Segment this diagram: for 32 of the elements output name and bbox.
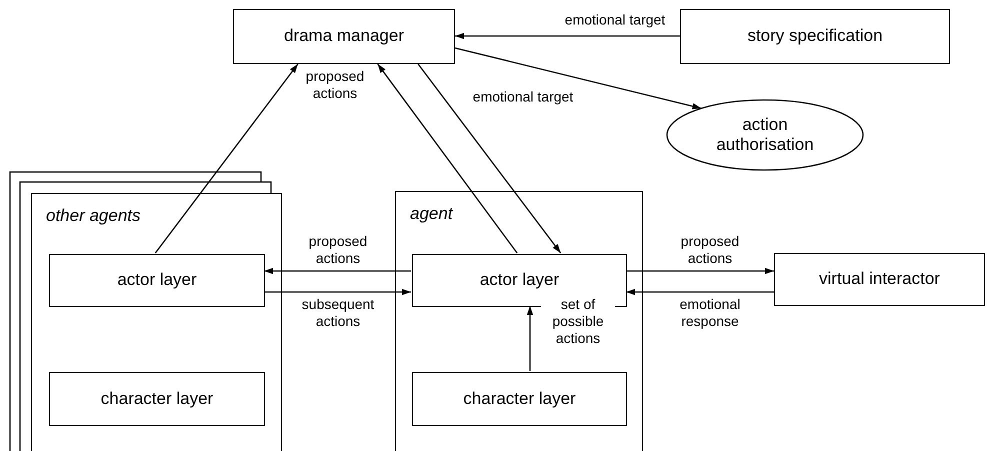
process-box — [49, 372, 265, 426]
edge-label: emotional target — [562, 12, 668, 28]
process-box — [412, 372, 627, 426]
process-box — [680, 9, 950, 64]
arrow — [526, 306, 534, 371]
arrow — [455, 32, 680, 40]
agent-panel — [31, 193, 282, 451]
node-label: character layer — [100, 388, 214, 410]
process-box — [49, 254, 265, 307]
edge-label: emotional target — [470, 88, 576, 106]
process-box — [233, 9, 455, 64]
arrow — [626, 288, 774, 296]
agent-panel — [395, 191, 643, 451]
node-label: drama manager — [284, 26, 404, 47]
node-label: actor layer — [117, 270, 197, 291]
node-label: character layer — [463, 388, 576, 410]
arrow — [264, 268, 411, 274]
node-label: actor layer — [480, 270, 560, 291]
arrow — [154, 64, 298, 254]
process-box — [774, 253, 985, 306]
arrow — [418, 64, 562, 254]
node-label: action authorisation — [715, 114, 815, 156]
node-label: virtual interactor — [819, 269, 940, 290]
panel-title: other agents — [46, 206, 141, 226]
node-label: story specification — [747, 26, 883, 47]
panel-title: agent — [410, 204, 453, 224]
ellipse-node — [667, 100, 863, 170]
edge-label: set of possible actions — [541, 296, 615, 346]
arrow — [264, 288, 411, 296]
arrow — [626, 268, 774, 274]
arrow — [377, 64, 518, 254]
arrow — [454, 47, 702, 110]
